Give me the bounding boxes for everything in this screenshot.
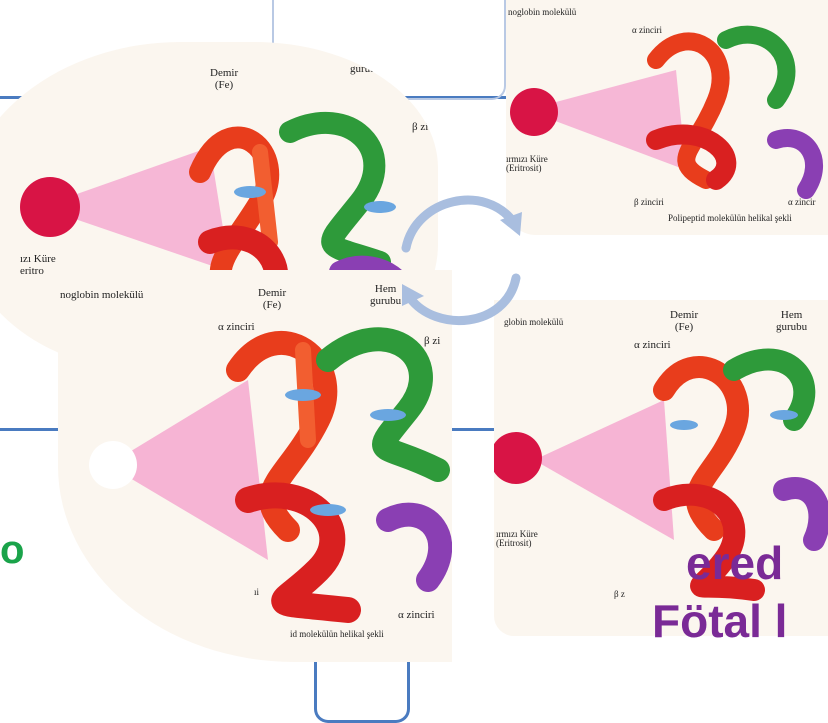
title-fragment-right-1: ered [686, 536, 783, 590]
label-heme: Hem gurubu [776, 310, 807, 333]
label-rbc: ızı Küre eritro [20, 254, 56, 277]
label-rbc: ırmızı Küre (Eritrosit) [506, 155, 548, 174]
label-helix: id molekülün helikal şekli [290, 630, 384, 639]
label-iron: Demir (Fe) [258, 288, 286, 311]
label-helix: Polipeptid molekülün helikal şekli [668, 214, 792, 223]
hemoglobin-illustration-c: noglobin molekülü Demir (Fe) α zinciri H… [58, 270, 452, 662]
label-iron: Demir (Fe) [670, 310, 698, 333]
label-beta: β z [614, 590, 625, 599]
label-iron: Demir (Fe) [210, 68, 238, 91]
label-alpha: α zinciri [632, 26, 662, 35]
label-rbc: ırmızı Küre (Eritrosit) [496, 530, 538, 549]
label-heme: Hem gurubu [350, 52, 381, 75]
hemoglobin-illustration-b: noglobin molekülü α zinciri ırmızı Küre … [506, 0, 828, 235]
label-beta: β zi [412, 122, 428, 134]
cycle-arrows-icon [396, 178, 526, 338]
label-alpha-2: α zinciri [398, 610, 435, 622]
label-beta: β zinciri [634, 198, 664, 207]
title-fragment-right-2: Fötal l [652, 594, 787, 648]
label-alpha-2: α zincir [788, 198, 815, 207]
title-fragment-left: o [0, 528, 24, 573]
label-alpha: α zinciri [218, 322, 255, 334]
label-molecule: noglobin molekülü [508, 8, 576, 17]
label-beta-2: ıi [254, 588, 259, 597]
label-alpha: α zinciri [634, 340, 671, 352]
label-molecule: noglobin molekülü [60, 290, 143, 302]
